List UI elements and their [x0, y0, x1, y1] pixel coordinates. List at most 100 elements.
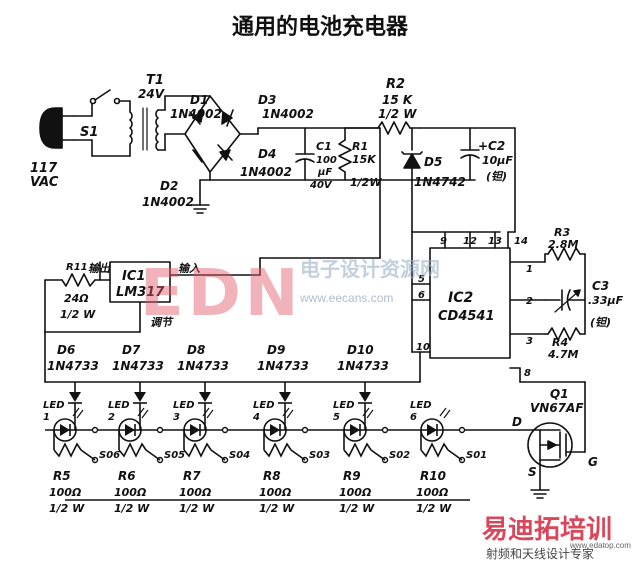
led-arrow	[350, 424, 360, 436]
led-label: LED	[173, 400, 195, 411]
resistor-label: R9	[343, 469, 361, 483]
resistor-value: 100Ω	[114, 486, 146, 499]
resistor-value: 100Ω	[259, 486, 291, 499]
r1-value-2: 1/2W	[350, 176, 382, 189]
led-light-ray	[206, 409, 214, 419]
r11-value-1: 24Ω	[64, 292, 89, 305]
ic1-out-label: 输出	[88, 262, 111, 275]
plug-label-vac: VAC	[30, 175, 59, 190]
watermark-site: www.eecans.com	[299, 291, 393, 305]
zener-d9	[279, 392, 291, 402]
resistor-r9	[343, 442, 372, 458]
footer-logo: 易迪拓培训 www.edatop.com 射频和天线设计专家	[482, 515, 631, 561]
socket-label: S03	[309, 450, 330, 461]
zener-value: 1N4733	[47, 359, 99, 373]
resistor-label: R5	[53, 469, 71, 483]
r11-label: R11	[66, 262, 88, 273]
r1-label: R1	[352, 140, 368, 153]
zener-value: 1N4733	[112, 359, 164, 373]
ic2-pin-right-3: 3	[526, 336, 533, 347]
zener-value: 1N4733	[177, 359, 229, 373]
r4-label: R4	[552, 336, 568, 349]
ic1-adj-label: 调节	[150, 316, 174, 329]
c1-value-2: μF	[317, 167, 332, 178]
q1-part: VN67AF	[530, 401, 584, 415]
c2-label: +C2	[478, 139, 505, 153]
socket-label: S02	[389, 450, 410, 461]
resistor-r8	[263, 442, 292, 458]
r2-value-2: 1/2 W	[378, 107, 417, 121]
ic2-pin-right-2: 2	[526, 296, 533, 307]
ground-symbol	[190, 204, 210, 214]
ic2-label: IC2	[448, 290, 473, 306]
resistor-value: 100Ω	[339, 486, 371, 499]
d4-label: D4	[258, 147, 276, 161]
socket-terminal	[301, 426, 309, 434]
resistor-r7	[183, 442, 212, 458]
led-label: LED	[43, 400, 65, 411]
led-light-ray	[76, 409, 84, 419]
socket-terminal	[221, 426, 229, 434]
capacitor-c2	[460, 127, 480, 181]
ic2-pin-left-3: 10	[416, 342, 430, 353]
resistor-power: 1/2 W	[49, 502, 85, 515]
d5-label: D5	[424, 155, 442, 169]
mosfet-q1	[527, 422, 573, 468]
zener-d7	[134, 392, 146, 402]
zener-label: D9	[267, 343, 285, 357]
resistor-wire	[447, 449, 463, 461]
resistor-r5	[53, 442, 82, 458]
led-light-ray	[362, 407, 370, 417]
c3-value-1: .33μF	[588, 294, 624, 307]
resistor-label: R8	[263, 469, 281, 483]
resistor-wire	[370, 449, 386, 461]
socket-terminal	[458, 426, 466, 434]
zener-label: D10	[347, 343, 374, 357]
resistor-wire	[210, 449, 226, 461]
resistor-label: R10	[420, 469, 446, 483]
led-light-ray	[72, 407, 80, 417]
resistor-r6	[118, 442, 147, 458]
led-light-ray	[366, 409, 374, 419]
resistor-r10	[420, 442, 449, 458]
bridge-rectifier	[184, 95, 241, 173]
r3-value: 2.8M	[548, 238, 578, 251]
q1-gate-label: G	[588, 455, 598, 469]
socket-terminal	[156, 426, 164, 434]
led-arrow	[427, 424, 437, 436]
led-arrow	[125, 424, 135, 436]
switch-s1	[89, 89, 121, 105]
socket-label: S05	[164, 450, 185, 461]
t1-label: T1	[146, 73, 164, 88]
led-label: LED	[108, 400, 130, 411]
resistor-label: R6	[118, 469, 136, 483]
socket-label: S04	[229, 450, 250, 461]
resistor-power: 1/2 W	[114, 502, 150, 515]
zener-label: D6	[57, 343, 75, 357]
c2-value-1: 10μF	[482, 154, 513, 167]
resistor-value: 100Ω	[49, 486, 81, 499]
led-number: 2	[108, 412, 115, 423]
ic2-pin-left-2: 6	[418, 290, 425, 301]
c1-value-3: 40V	[309, 180, 333, 191]
c3-value-2: (钽)	[590, 316, 611, 329]
ac-plug	[39, 107, 75, 149]
resistor-power: 1/2 W	[416, 502, 452, 515]
led-number: 5	[333, 412, 340, 423]
ground-symbol-q1	[530, 489, 550, 499]
d1-value: 1N4002	[170, 107, 222, 121]
led-arrow	[270, 424, 280, 436]
ic2-part: CD4541	[438, 309, 495, 324]
ic1-label: IC1	[122, 269, 145, 284]
transformer-t1	[129, 107, 159, 151]
plug-label-117: 117	[30, 161, 58, 176]
resistor-r2	[344, 121, 421, 135]
ic2-pin-top-4: 14	[514, 236, 528, 247]
c2-value-2: (钽)	[486, 170, 507, 183]
resistor-wire	[290, 449, 306, 461]
led-light-ray	[137, 407, 145, 417]
watermark-group: EDN 电子设计资源网 www.eecans.com	[140, 257, 440, 331]
zener-value: 1N4733	[337, 359, 389, 373]
d1-label: D1	[190, 93, 208, 107]
